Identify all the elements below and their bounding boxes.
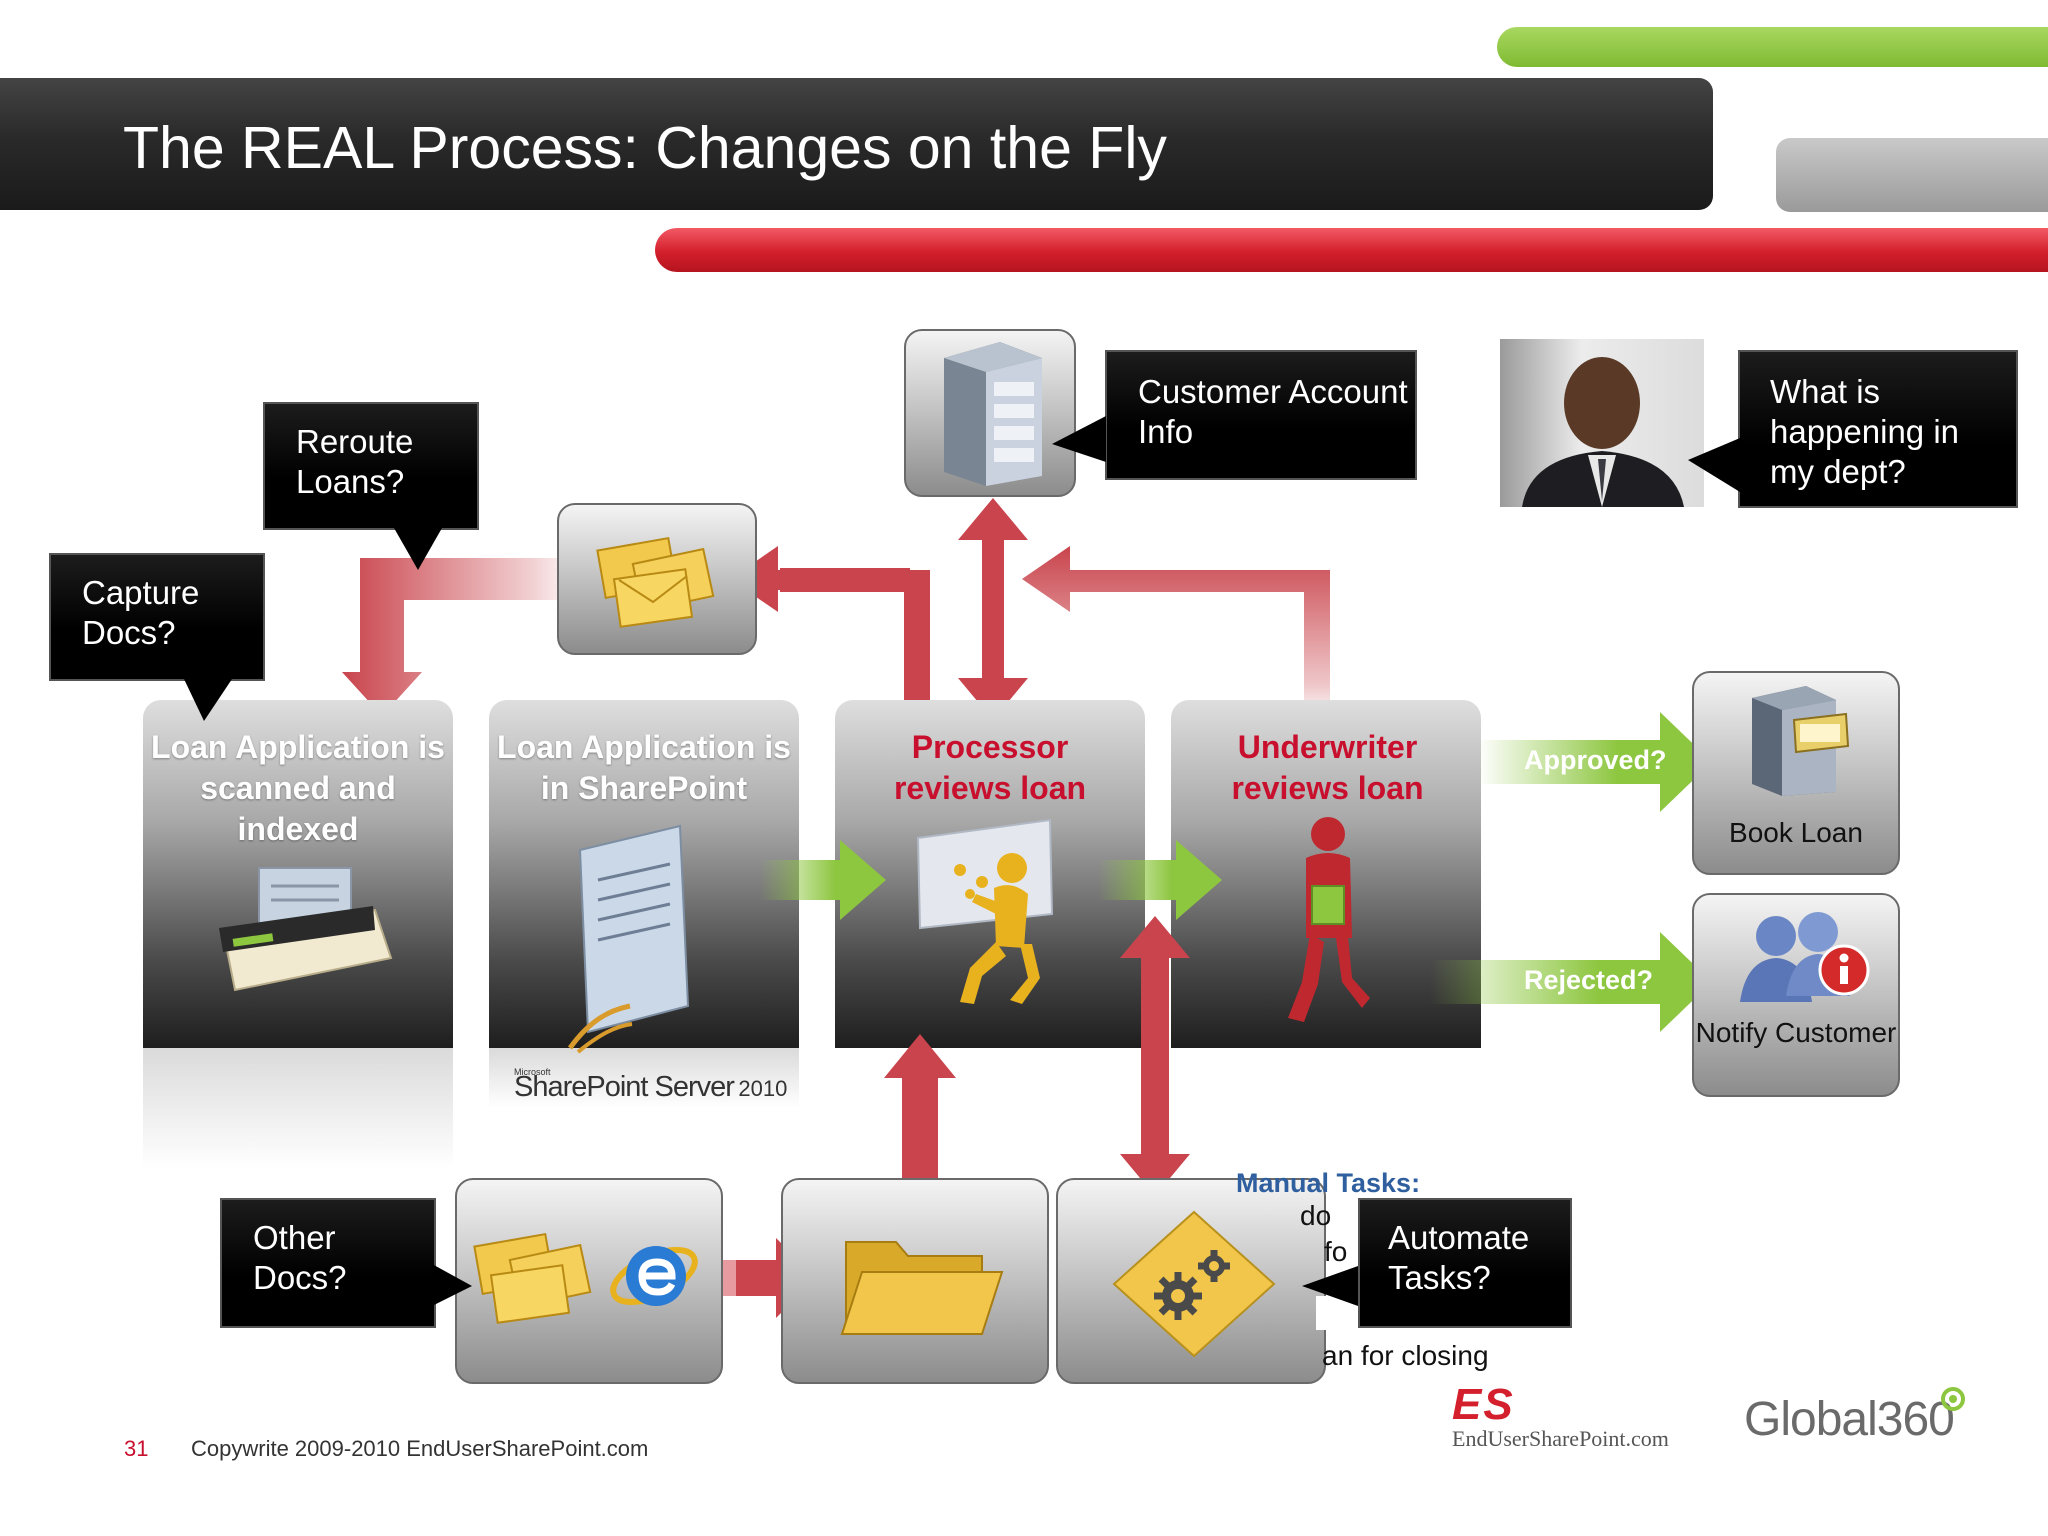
header-gray-bar (1776, 138, 2048, 212)
callout-capture-docs-pointer (184, 679, 232, 721)
internet-explorer-icon (610, 1246, 698, 1306)
callout-other-docs: Other Docs? (220, 1198, 436, 1328)
approved-label: Approved? (1524, 745, 1667, 775)
copyright-text: Copywrite 2009-2010 EndUserSharePoint.co… (191, 1436, 649, 1461)
header-red-bar (655, 228, 2048, 272)
users-info-icon (1740, 912, 1870, 1002)
green-arrow-sharepoint-to-processor (760, 840, 886, 920)
header-green-bar (1497, 27, 2048, 67)
callout-my-dept-pointer (1688, 438, 1740, 492)
sharepoint-logo-product: SharePoint Server (514, 1071, 735, 1103)
panel-scanned-reflection (143, 1048, 453, 1168)
book-loan-label: Book Loan (1729, 817, 1863, 848)
sharepoint-logo-brand: Microsoft (514, 1067, 551, 1077)
es-logo-mark: ES (1452, 1380, 1515, 1429)
manual-task-line-1: do (1300, 1200, 1332, 1231)
scanner-icon (219, 867, 393, 992)
callout-other-docs-pointer (432, 1264, 472, 1306)
callout-customer-account-pointer (1052, 416, 1106, 462)
slide-title: The REAL Process: Changes on the Fly (123, 115, 1167, 181)
green-arrow-processor-to-underwriter (1098, 840, 1222, 920)
server-double-arrow (958, 498, 1028, 720)
reroute-arrow (342, 558, 580, 716)
es-logo-text: EndUserSharePoint.com (1452, 1426, 1669, 1451)
file-cabinet-icon (1752, 686, 1850, 796)
manager-photo (1500, 339, 1704, 507)
sharepoint-logo-version: 2010 (738, 1076, 788, 1101)
email-stack-icon (473, 1232, 592, 1324)
global360-swirl-icon (1941, 1387, 1965, 1411)
manual-task-line-2: fo (1324, 1236, 1348, 1267)
underwriter-figure-icon (1288, 817, 1370, 1022)
folder-icon (840, 1241, 1004, 1335)
title-banner (0, 78, 1713, 210)
callout-reroute-loans-pointer (394, 528, 442, 570)
person-avatar (1522, 357, 1684, 507)
callout-reroute-loans: Reroute Loans? (263, 402, 479, 530)
panel-title-scanned: Loan Application is scanned and indexed (151, 729, 445, 847)
processor-figure-icon (916, 818, 1054, 1004)
global360-logo: Global360 (1744, 1393, 1955, 1446)
callout-automate-tasks: Automate Tasks? (1358, 1198, 1572, 1328)
manual-task-line-4: an for closing (1322, 1340, 1489, 1371)
manual-tasks-heading: Manual Tasks: (1236, 1168, 1421, 1198)
document-icon (567, 824, 690, 1054)
gear-icon (1112, 1210, 1276, 1358)
rejected-label: Rejected? (1524, 965, 1654, 995)
panel-title-sharepoint: Loan Application is in SharePoint (497, 729, 791, 806)
callout-automate-tasks-pointer (1302, 1266, 1358, 1306)
callout-customer-account-info: Customer Account Info (1105, 350, 1417, 480)
callout-my-dept: What is happening in my dept? (1738, 350, 2018, 508)
panel-title-processor: Processor reviews loan (893, 729, 1087, 806)
server-icon (944, 342, 1042, 486)
green-arrow-approved (1478, 712, 1712, 812)
green-arrow-rejected (1430, 932, 1712, 1032)
panel-sharepoint-reflection (489, 1048, 799, 1108)
gear-double-arrow (1120, 916, 1190, 1196)
email-icon (596, 536, 715, 628)
underwriter-to-processor-arrow (1022, 546, 1330, 720)
page-number: 31 (124, 1436, 149, 1461)
panel-title-underwriter: Underwriter reviews loan (1231, 729, 1424, 806)
folder-to-processor-arrow (884, 1034, 956, 1180)
notify-customer-label: Notify Customer (1695, 1017, 1897, 1048)
sharepoint-logo: SharePoint Server 2010 (514, 1071, 787, 1104)
callout-capture-docs: Capture Docs? (49, 553, 265, 681)
